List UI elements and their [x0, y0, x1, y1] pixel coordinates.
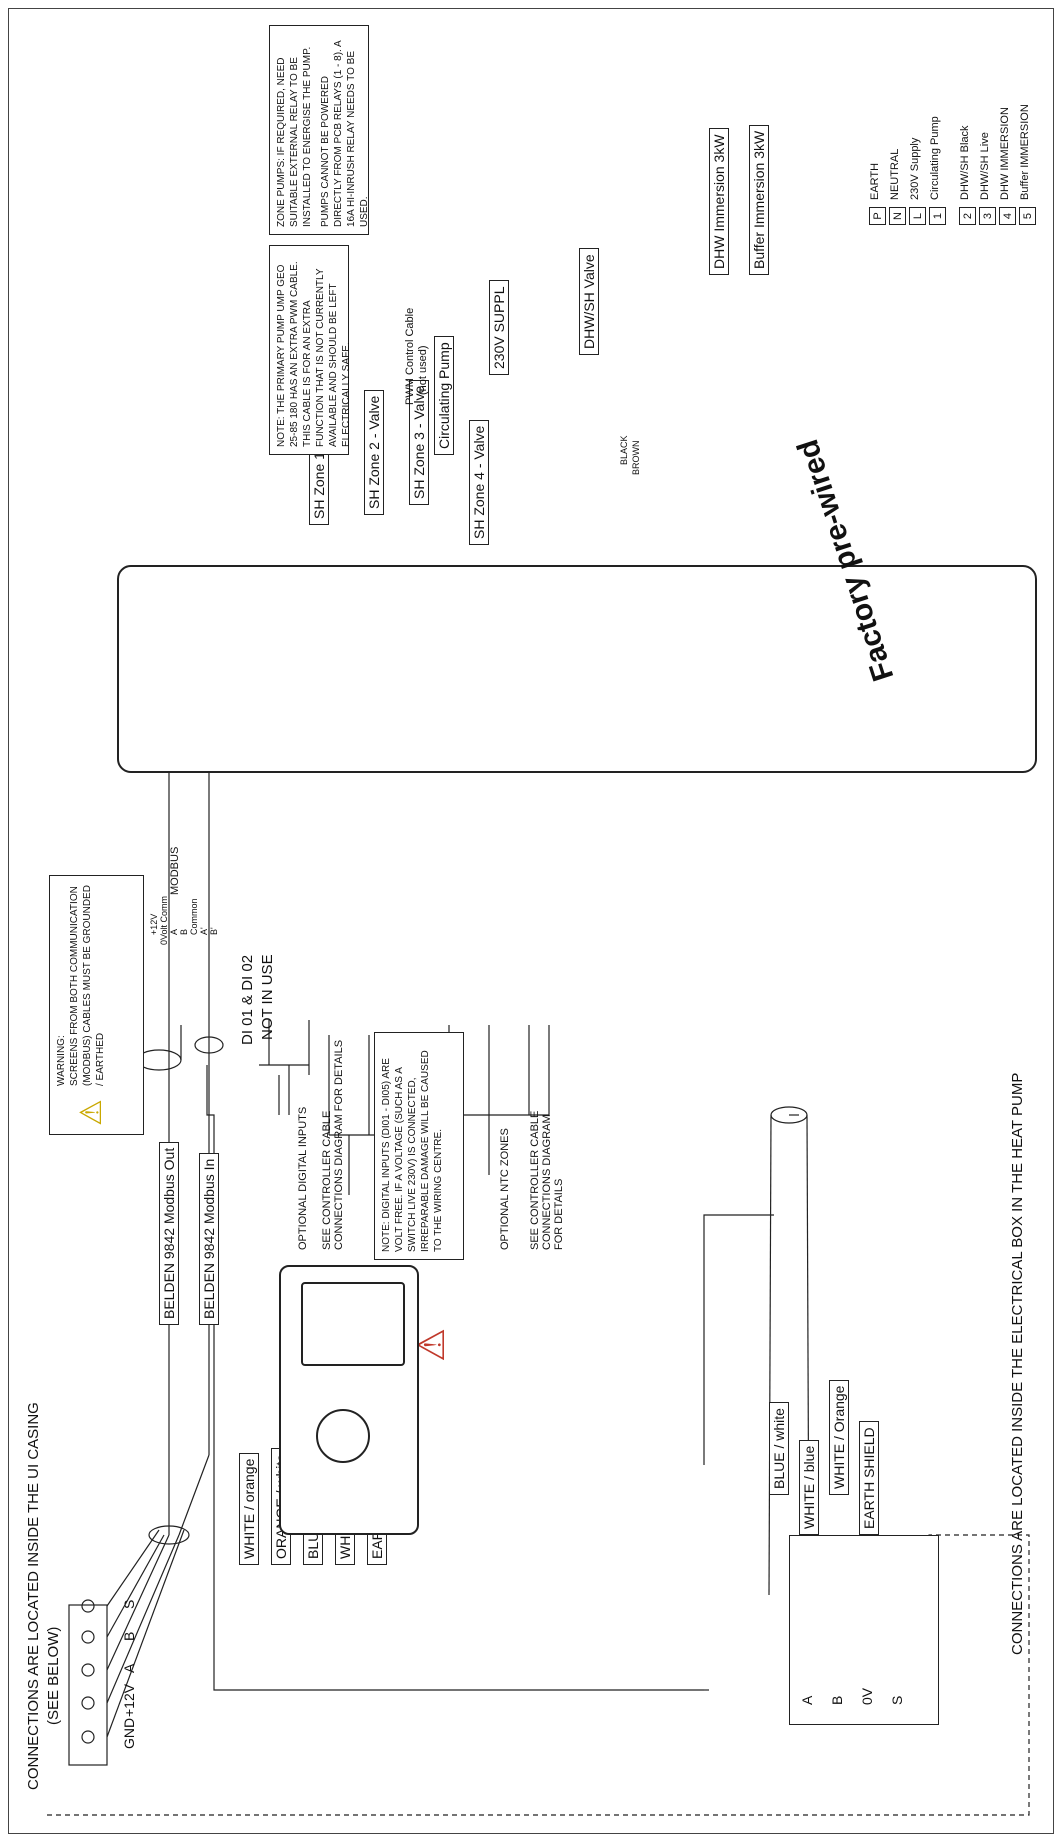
modbus-pin-6: A' [199, 927, 209, 935]
modbus-pin-3: A [169, 928, 179, 935]
ui-terminal-gnd: GND [121, 1717, 137, 1749]
di-see-1: SEE CONTROLLER CABLE [321, 1110, 333, 1250]
legend-text-neutral: NEUTRAL [889, 148, 901, 200]
modbus-pin-1: +12V [149, 913, 159, 935]
title-line-1: CONNECTIONS ARE LOCATED INSIDE THE UI CA… [25, 1402, 42, 1790]
warning-panel: ⚠ WARNING: SCREENS FROM BOTH COMMUNICATI… [49, 875, 144, 1135]
zone-valve-4: SH Zone 4 - Valve [469, 419, 489, 545]
ui-screen [301, 1282, 405, 1366]
user-interface-device [279, 1265, 419, 1535]
title-line-2: (SEE BELOW) [45, 1626, 62, 1725]
hp-cable-earth-shield: EARTH SHIELD [859, 1421, 879, 1535]
digital-note-text: NOTE: DIGITAL INPUTS (DI01 - DI05) ARE V… [381, 1050, 444, 1252]
legend-key-4: 4 [999, 207, 1016, 225]
primary-pump-note: NOTE: THE PRIMARY PUMP UMP GEO 25-85 180… [269, 245, 352, 455]
legend-text-dhw-live: DHW/SH Live [979, 132, 991, 200]
hp-terminal-b: B [829, 1695, 845, 1705]
digital-note-panel: NOTE: DIGITAL INPUTS (DI01 - DI05) ARE V… [374, 1032, 464, 1260]
hp-cable-white-orange: WHITE / Orange [829, 1379, 849, 1495]
di-optional: OPTIONAL DIGITAL INPUTS [297, 1106, 309, 1250]
legend-key-2: 2 [959, 207, 976, 225]
ntc-see-3: FOR DETAILS [553, 1178, 565, 1250]
wiring-lines [47, 769, 1030, 1816]
ui-dial-icon [316, 1409, 370, 1463]
hp-cable-blue-white: BLUE / white [769, 1402, 789, 1495]
legend-text-supply: 230V Supply [909, 137, 921, 200]
ui-terminal-s: S [121, 1599, 137, 1609]
hp-note: CONNECTIONS ARE LOCATED INSIDE THE ELECT… [1009, 1072, 1026, 1655]
immersion-dhw: DHW Immersion 3kW [709, 128, 729, 275]
modbus-out-cable: BELDEN 9842 Modbus Out [159, 1141, 179, 1325]
legend-text-dhw-black: DHW/SH Black [959, 125, 971, 200]
wiring-diagram: CONNECTIONS ARE LOCATED INSIDE THE UI CA… [9, 9, 1055, 1835]
hp-terminal-a: A [799, 1695, 815, 1705]
ui-cable-bundle [106, 769, 210, 1738]
di-see-2: CONNECTIONS DIAGRAM FOR DETAILS [333, 1039, 345, 1250]
hp-terminal-s: S [889, 1695, 905, 1705]
circulating-pump-label: Circulating Pump [434, 336, 454, 455]
ui-terminal-12v: +12V [121, 1683, 137, 1717]
warning-triangle-icon: ⚠ [75, 1099, 108, 1126]
diagram-frame: CONNECTIONS ARE LOCATED INSIDE THE UI CA… [8, 8, 1054, 1834]
warning-heading: WARNING: [56, 1035, 67, 1086]
legend-key-p: P [869, 207, 886, 225]
modbus-pin-7: B' [209, 927, 219, 935]
di-not-in-use-2: NOT IN USE [259, 954, 276, 1040]
legend-text-dhw-imm: DHW IMMERSION [999, 107, 1011, 200]
supply-label: 230V SUPPL [489, 280, 509, 375]
ui-terminal-a: A [121, 1663, 137, 1673]
primary-pump-note-text: NOTE: THE PRIMARY PUMP UMP GEO 25-85 180… [276, 261, 352, 447]
immersion-buffer: Buffer Immersion 3kW [749, 124, 769, 275]
ntc-optional: OPTIONAL NTC ZONES [499, 1128, 511, 1250]
ui-terminal-b: B [121, 1631, 137, 1641]
black-label: BLACK [619, 435, 629, 465]
zone-pumps-note: ZONE PUMPS: IF REQUIRED, NEED SUITABLE E… [269, 25, 370, 235]
legend-key-5: 5 [1019, 207, 1036, 225]
legend-key-1: 1 [929, 207, 946, 225]
ntc-see-1: SEE CONTROLLER CABLE [529, 1110, 541, 1250]
zone-pumps-note-p2: PUMPS CANNOT BE POWERED DIRECTLY FROM PC… [320, 40, 370, 227]
di-not-in-use-1: DI 01 & DI 02 [239, 954, 256, 1045]
modbus-pin-5: Common [189, 898, 199, 935]
modbus-in-cable: BELDEN 9842 Modbus In [199, 1152, 219, 1325]
modbus-pin-4: B [179, 928, 189, 935]
legend-text-buffer-imm: Buffer IMMERSION [1019, 104, 1031, 200]
modbus-pin-2: 0Volt Comm [159, 895, 169, 945]
legend-key-l: L [909, 207, 926, 225]
warning-text: SCREENS FROM BOTH COMMUNICATION (MODBUS)… [69, 885, 106, 1086]
ui-terminal-screws [81, 1599, 95, 1744]
dhw-valve-label: DHW/SH Valve [579, 248, 599, 355]
ntc-see-2: CONNECTIONS DIAGRAM [541, 1114, 553, 1250]
zone-valve-2: SH Zone 2 - Valve [364, 389, 384, 515]
ui-terminal-block [68, 1604, 108, 1766]
hp-cable-white-blue: WHITE / blue [799, 1439, 819, 1535]
legend-key-n: N [889, 207, 906, 225]
ui-casing-dashed-outline [47, 1534, 1030, 1816]
brown-label: BROWN [631, 440, 641, 476]
hp-terminal-0v: 0V [859, 1687, 875, 1705]
zone-pumps-note-p1: ZONE PUMPS: IF REQUIRED, NEED SUITABLE E… [276, 46, 313, 227]
pwm-cable-2: (not used) [417, 345, 429, 395]
modbus-label: MODBUS [169, 846, 181, 895]
legend-text-pump: Circulating Pump [929, 116, 941, 200]
legend-key-3: 3 [979, 207, 996, 225]
legend-text-earth: EARTH [869, 162, 881, 200]
ui-cable-white-orange: WHITE / orange [239, 1452, 259, 1565]
pwm-cable-1: PWM Control Cable [404, 307, 416, 405]
